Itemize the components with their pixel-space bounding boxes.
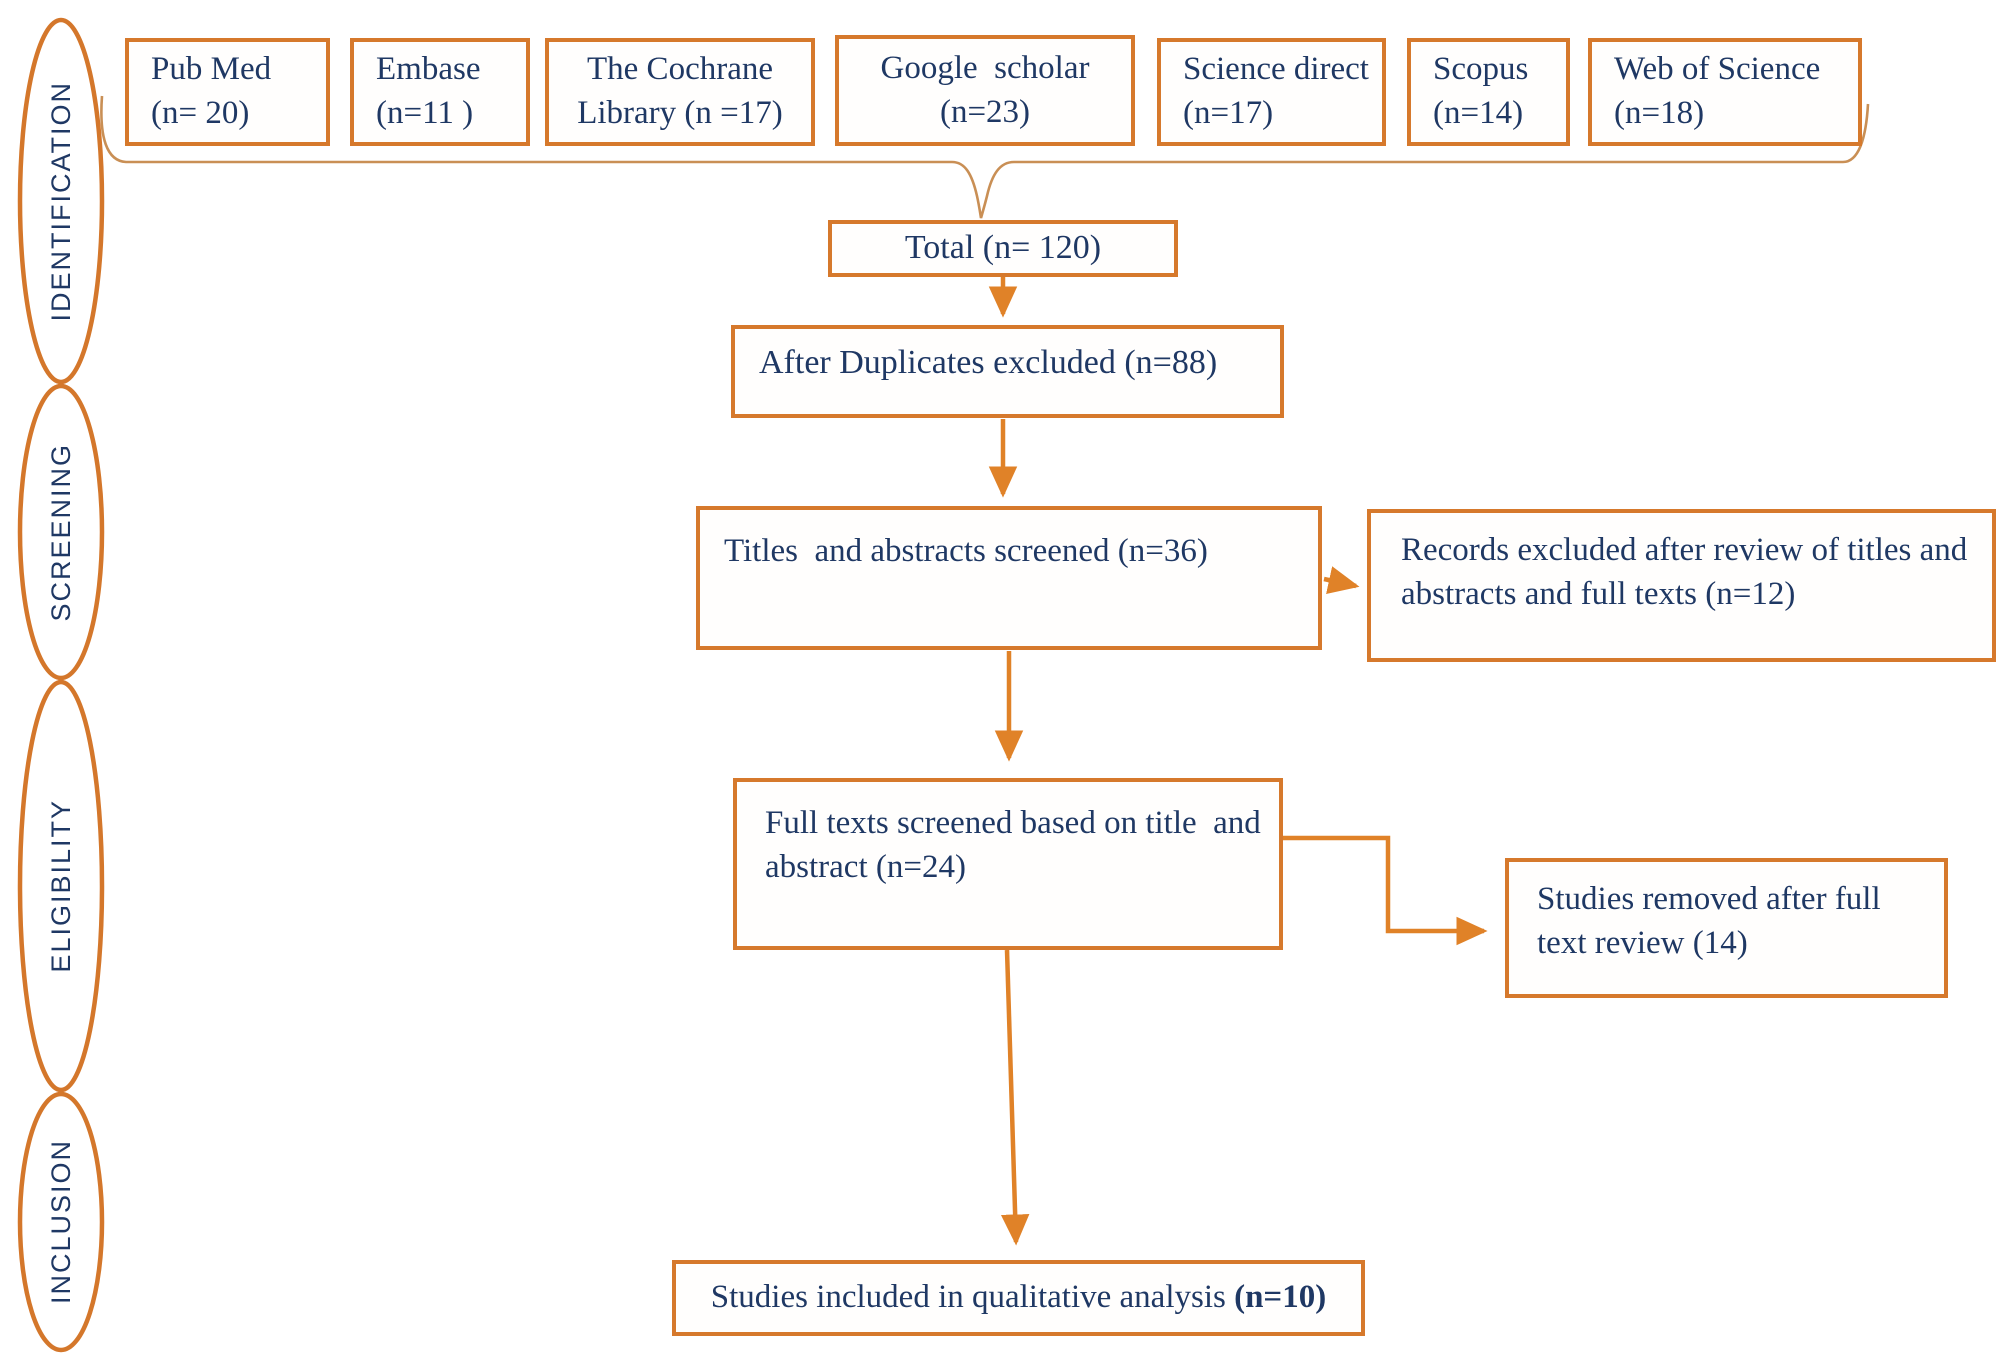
source-box-scopus: Scopus (n=14) (1407, 38, 1570, 146)
source-box-google-scholar: Google scholar (n=23) (835, 35, 1135, 146)
stage-inclusion: INCLUSION (20, 1094, 102, 1350)
stage-ellipse-eligibility (17, 679, 105, 1093)
studies-included-count: (n=10) (1234, 1279, 1327, 1316)
source-name: The Cochrane (587, 51, 773, 88)
records-excluded-line1: Records excluded after review of titles … (1401, 532, 1968, 568)
source-name: Web of Science (1614, 51, 1821, 88)
source-name: Science direct (1183, 51, 1369, 88)
total-box: Total (n= 120) (828, 220, 1178, 277)
studies-removed-box: Studies removed after full text review (… (1505, 858, 1948, 998)
full-texts-screened-box: Full texts screened based on title and a… (733, 778, 1283, 950)
studies-removed-line2: text review (14) (1537, 924, 1748, 961)
source-count: (n=23) (939, 93, 1031, 130)
source-name: Pub Med (151, 51, 272, 88)
stage-screening: SCREENING (20, 386, 102, 678)
sources-brace (100, 95, 1870, 219)
source-count: (n=14) (1433, 95, 1524, 131)
total-label: Total (n= 120) (904, 229, 1102, 267)
stage-label-screening: SCREENING (45, 442, 76, 622)
full-texts-line2: abstract (n=24) (765, 848, 966, 885)
studies-removed-line1: Studies removed after full (1537, 881, 1881, 917)
source-count: (n= 20) (151, 95, 250, 131)
stage-label-identification: IDENTIFICATION (45, 80, 76, 322)
stage-label-inclusion: INCLUSION (45, 1139, 76, 1305)
stage-identification: IDENTIFICATION (20, 20, 102, 382)
arrow-fulltext-to-included (1000, 949, 1030, 1246)
full-texts-line1: Full texts screened based on title and (765, 805, 1261, 841)
records-excluded-line2: abstracts and full texts (n=12) (1401, 575, 1796, 612)
flow-arrows (988, 277, 1488, 1246)
source-count: (n=17) (1183, 95, 1274, 131)
source-box-science-direct: Science direct (n=17) (1157, 38, 1386, 146)
stage-ellipse-screening (17, 383, 105, 681)
source-box-web-of-science: Web of Science (n=18) (1588, 38, 1862, 146)
titles-screened-label: Titles and abstracts screened (n=36) (724, 533, 1208, 569)
studies-included-text: Studies included in qualitative analysis (710, 1279, 1235, 1316)
titles-screened-box: Titles and abstracts screened (n=36) (696, 506, 1322, 650)
stage-label-eligibility: ELIGIBILITY (45, 799, 76, 973)
records-excluded-box: Records excluded after review of titles … (1367, 509, 1996, 662)
source-name: Embase (376, 51, 481, 88)
stage-ellipses (17, 17, 105, 1353)
source-count: (n=11 ) (376, 95, 474, 131)
source-count: (n=18) (1614, 95, 1705, 131)
source-box-embase: Embase (n=11 ) (350, 38, 530, 146)
duplicates-excluded-label: After Duplicates excluded (n=88) (759, 344, 1218, 381)
source-count: Library (n =17) (577, 95, 783, 131)
source-name: Scopus (1433, 51, 1529, 88)
duplicates-excluded-box: After Duplicates excluded (n=88) (731, 325, 1284, 418)
source-name: Google scholar (880, 49, 1090, 86)
source-box-cochrane: The Cochrane Library (n =17) (545, 38, 815, 146)
arrow-titles-to-records (1323, 566, 1360, 595)
stage-ellipse-inclusion (17, 1091, 105, 1353)
stage-eligibility: ELIGIBILITY (20, 682, 102, 1090)
stage-ellipse-identification (17, 17, 105, 385)
source-box-pubmed: Pub Med (n= 20) (125, 38, 330, 146)
studies-included-label: Studies included in qualitative analysis… (711, 1276, 1326, 1320)
arrow-fulltext-to-removed (1283, 835, 1488, 946)
studies-included-box: Studies included in qualitative analysis… (672, 1260, 1365, 1336)
